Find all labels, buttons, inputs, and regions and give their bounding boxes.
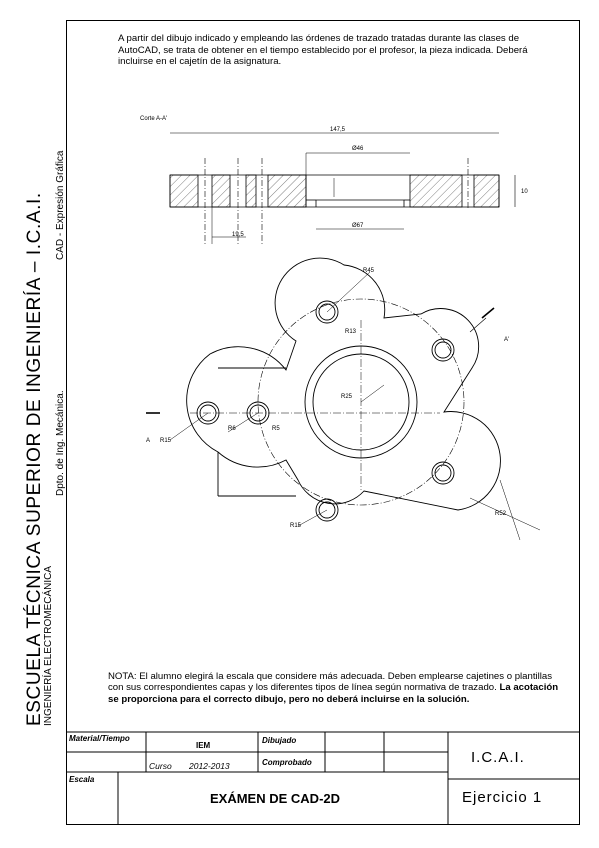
material-label: Material/Tiempo xyxy=(69,734,130,743)
dim-r13: R13 xyxy=(345,329,357,335)
dim-d67: Ø67 xyxy=(352,223,364,229)
dim-h10: 10 xyxy=(521,189,528,195)
section-label: Corte A-A' xyxy=(140,116,167,122)
drawing-frame xyxy=(66,20,580,825)
institution-name: I.C.A.I. xyxy=(471,749,525,766)
dim-r6: R6 xyxy=(228,426,236,432)
dim-19-5: 19,5 xyxy=(232,232,244,238)
dim-r25: R25 xyxy=(341,394,353,400)
instructions-text: A partir del dibujo indicado y empleando… xyxy=(118,33,528,68)
nota-normal: NOTA: El alumno elegirá la escala que co… xyxy=(108,671,553,694)
exercise-number: Ejercicio 1 xyxy=(462,789,543,806)
nota-text: NOTA: El alumno elegirá la escala que co… xyxy=(108,671,560,705)
dim-overall: 147,5 xyxy=(330,127,346,133)
curso-label: Curso xyxy=(149,761,172,771)
cut-label-a: A xyxy=(146,438,150,444)
dim-r15-a: R15 xyxy=(160,438,172,444)
cut-label-a-prime: A' xyxy=(504,337,509,343)
section-view xyxy=(169,132,516,244)
nota-bold: La acotación se proporciona para el corr… xyxy=(108,682,559,705)
dim-r52: R52 xyxy=(495,511,507,517)
dim-r45: R45 xyxy=(363,268,375,274)
exam-title: EXÁMEN DE CAD-2D xyxy=(210,791,341,806)
dim-r5: R5 xyxy=(272,426,280,432)
escala-label: Escala xyxy=(69,775,95,784)
plan-view xyxy=(146,257,541,541)
dim-d46: Ø46 xyxy=(352,146,364,152)
dibujado-label: Dibujado xyxy=(262,736,297,745)
curso-value: 2012-2013 xyxy=(189,761,230,771)
material-value: IEM xyxy=(196,741,211,750)
dim-r15-b: R15 xyxy=(290,523,302,529)
comprobado-label: Comprobado xyxy=(262,758,312,767)
